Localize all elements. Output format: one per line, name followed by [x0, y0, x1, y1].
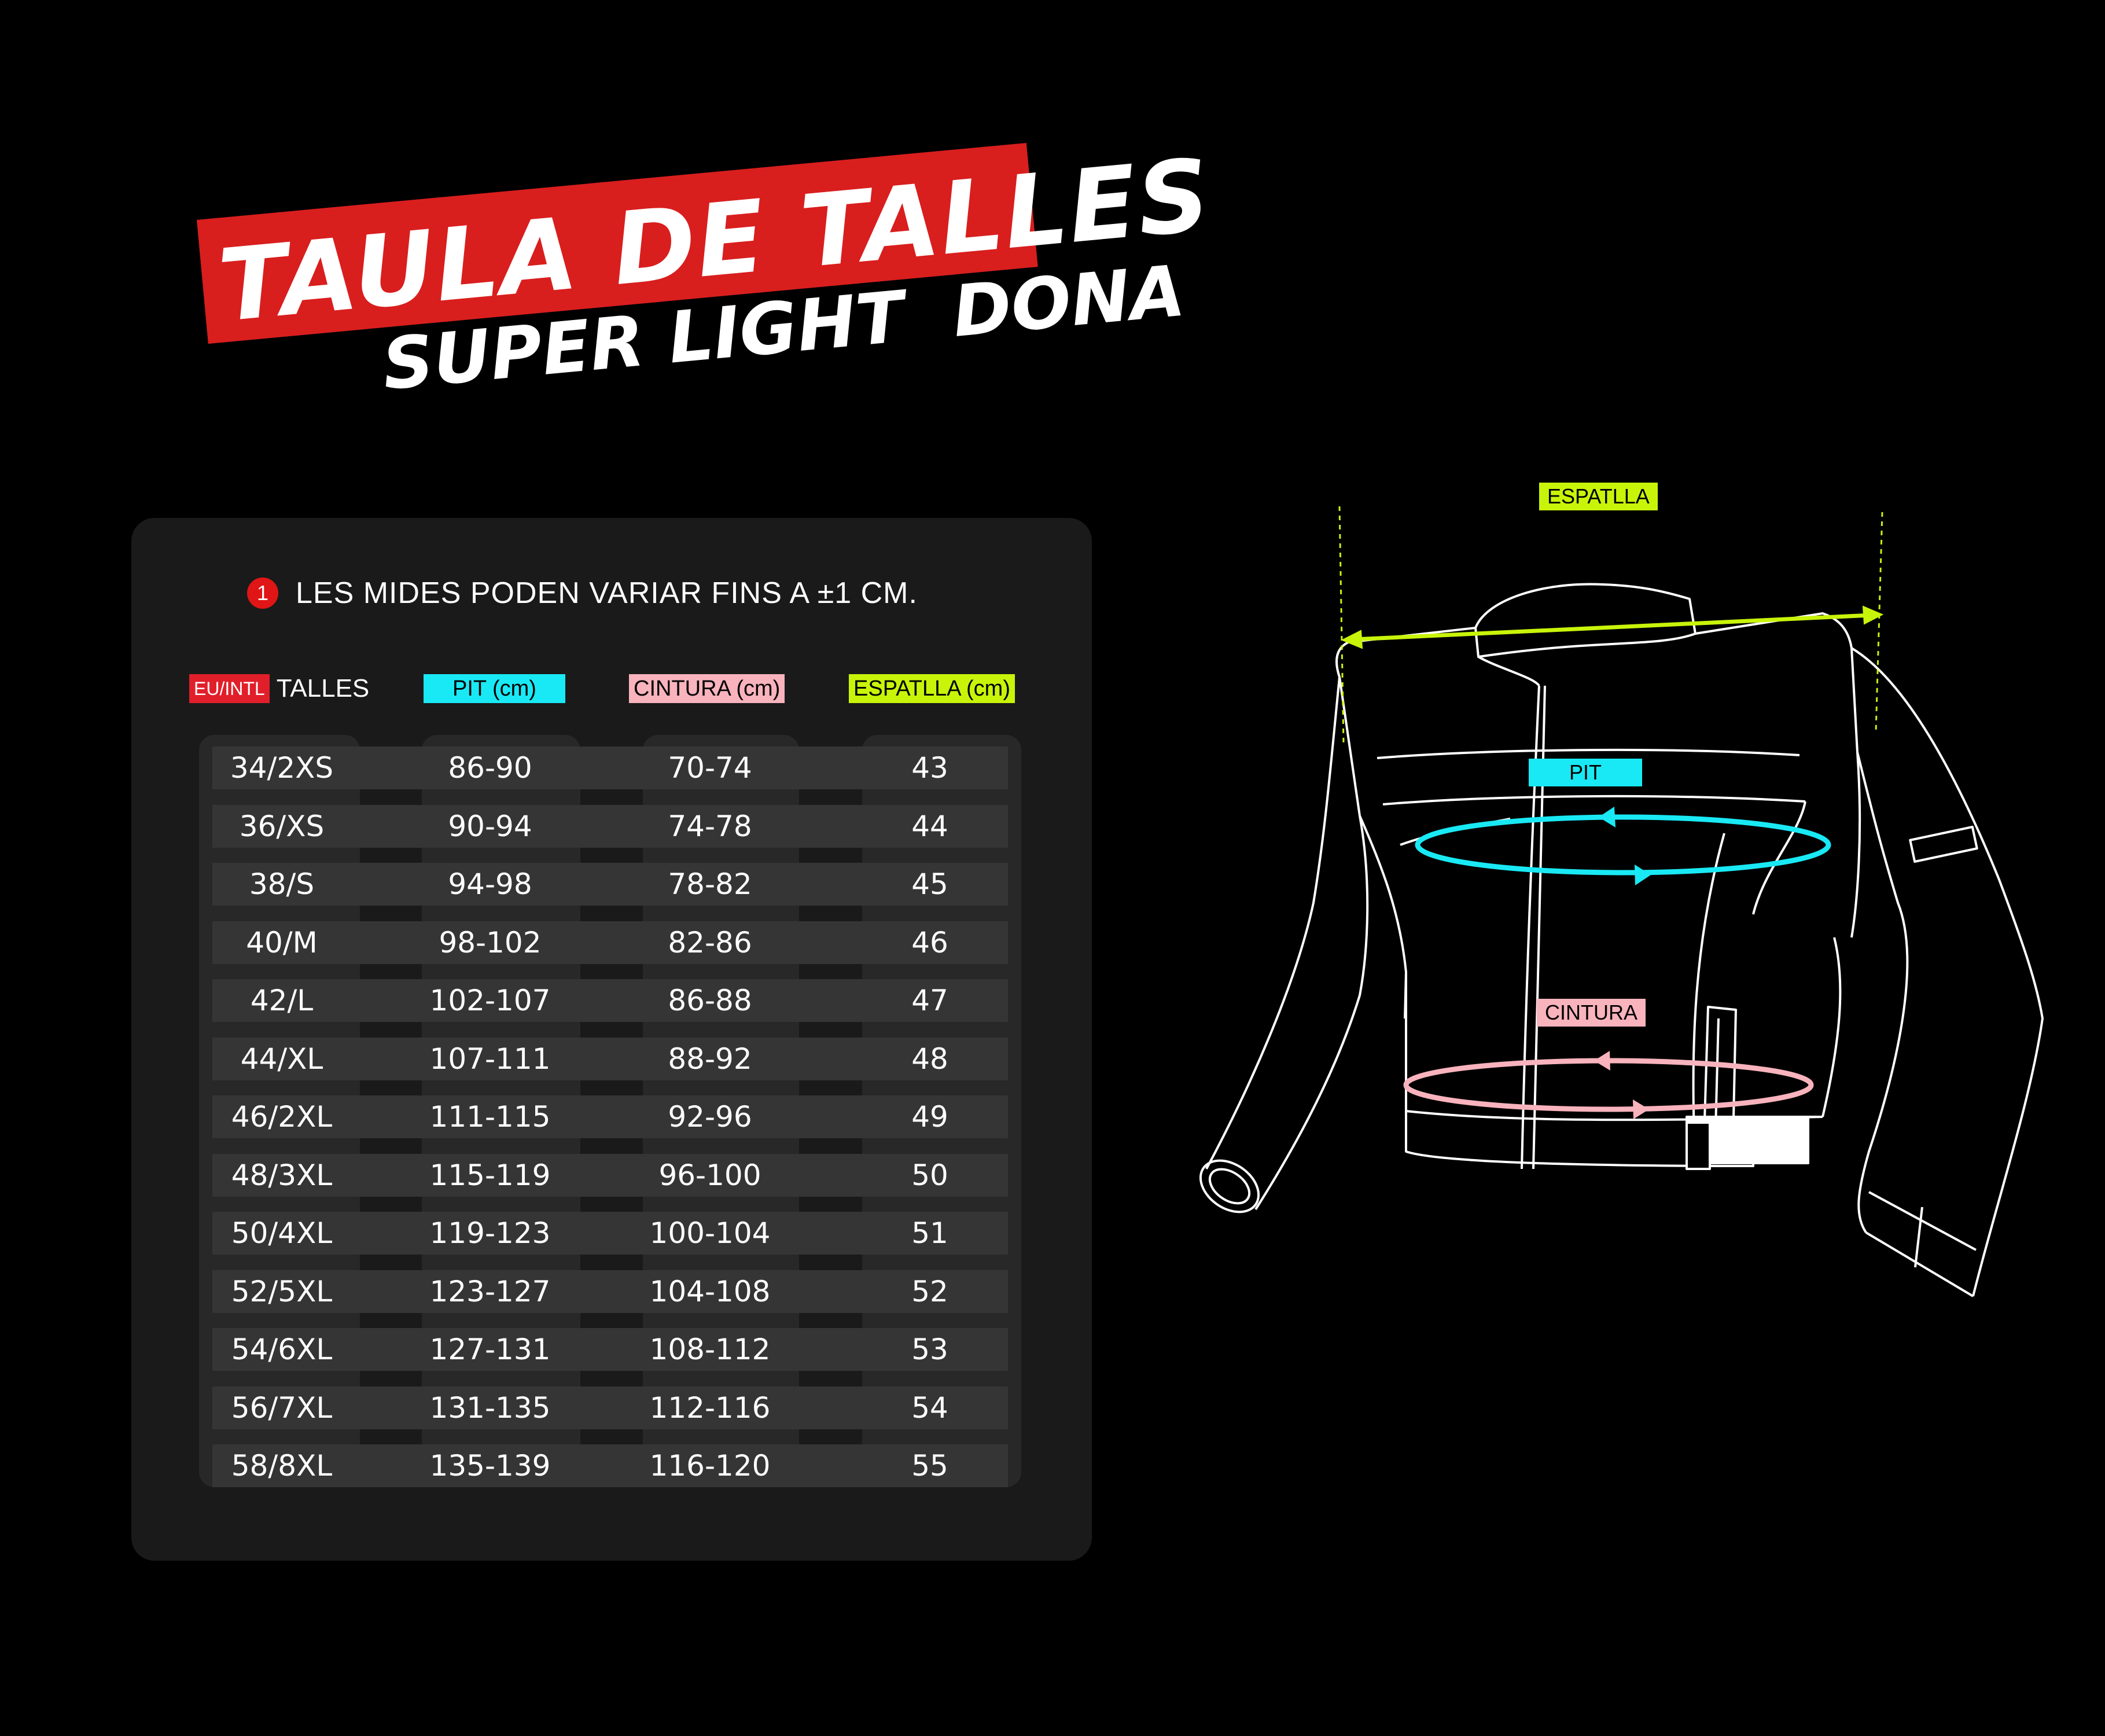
size-cell: 40/M — [246, 925, 318, 959]
espatlla-cell: 53 — [911, 1333, 948, 1366]
table-row: 36/XS 90-94 74-78 44 — [212, 804, 1008, 848]
espatlla-cell: 52 — [911, 1274, 948, 1308]
cintura-header: CINTURA (cm) — [629, 674, 785, 703]
cintura-cell: 82-86 — [668, 925, 752, 959]
cintura-cell: 108-112 — [649, 1333, 771, 1366]
jacket-diagram: ESPATLLA PIT CINTURA — [1140, 463, 2066, 1476]
header-talles: EU/INTL TALLES — [189, 674, 369, 703]
table-row: 54/6XL 127-131 108-112 53 — [212, 1328, 1008, 1371]
espatlla-cell: 54 — [911, 1391, 948, 1425]
cintura-cell: 88-92 — [668, 1042, 752, 1076]
espatlla-cell: 48 — [911, 1042, 948, 1076]
size-cell: 34/2XS — [230, 751, 334, 785]
size-cell: 58/8XL — [231, 1449, 333, 1483]
pit-cell: 107-111 — [429, 1042, 551, 1076]
cintura-cell: 78-82 — [668, 867, 752, 901]
table-row: 44/XL 107-111 88-92 48 — [212, 1037, 1008, 1080]
espatlla-label: ESPATLLA — [1539, 483, 1658, 510]
pit-cell: 90-94 — [448, 809, 532, 843]
table-row: 58/8XL 135-139 116-120 55 — [212, 1444, 1008, 1487]
header-pit: PIT (cm) — [424, 674, 565, 703]
table-row: 56/7XL 131-135 112-116 54 — [212, 1386, 1008, 1429]
talles-header: TALLES — [276, 674, 370, 703]
cintura-cell: 70-74 — [668, 751, 752, 785]
pit-cell: 86-90 — [448, 751, 532, 785]
espatlla-cell: 50 — [911, 1158, 948, 1192]
disclaimer-note: 1 LES MIDES PODEN VARIAR FINS A ±1 CM. — [247, 576, 918, 610]
espatlla-cell: 47 — [911, 984, 948, 1017]
size-cell: 56/7XL — [231, 1391, 333, 1425]
pit-cell: 131-135 — [429, 1391, 551, 1425]
pit-label: PIT — [1529, 759, 1643, 786]
jacket-outline-icon — [1199, 506, 2044, 1297]
table-row: 52/5XL 123-127 104-108 52 — [212, 1270, 1008, 1313]
header-cintura: CINTURA (cm) — [629, 674, 785, 703]
table-row: 34/2XS 86-90 70-74 43 — [212, 746, 1008, 789]
table-row: 46/2XL 111-115 92-96 49 — [212, 1095, 1008, 1138]
pit-cell: 111-115 — [429, 1100, 551, 1134]
pit-cell: 115-119 — [429, 1158, 551, 1192]
pit-cell: 94-98 — [448, 867, 532, 901]
header-espatlla: ESPATLLA (cm) — [849, 674, 1015, 703]
table-row: 48/3XL 115-119 96-100 50 — [212, 1153, 1008, 1197]
size-cell: 52/5XL — [231, 1274, 333, 1308]
pit-cell: 127-131 — [429, 1333, 551, 1366]
cintura-cell: 96-100 — [658, 1158, 761, 1192]
pit-cell: 98-102 — [439, 925, 542, 959]
pit-header: PIT (cm) — [424, 674, 565, 703]
info-number-icon: 1 — [247, 578, 278, 609]
size-cell: 38/S — [249, 867, 315, 901]
size-cell: 50/4XL — [231, 1216, 333, 1250]
espatlla-cell: 44 — [911, 809, 948, 843]
size-cell: 46/2XL — [231, 1100, 333, 1134]
espatlla-cell: 45 — [911, 867, 948, 901]
espatlla-cell: 55 — [911, 1449, 948, 1483]
pit-cell: 135-139 — [429, 1449, 551, 1483]
cintura-cell: 104-108 — [649, 1274, 771, 1308]
size-cell: 44/XL — [240, 1042, 323, 1076]
cintura-cell: 112-116 — [649, 1391, 771, 1425]
size-cell: 54/6XL — [231, 1333, 333, 1366]
cintura-cell: 92-96 — [668, 1100, 752, 1134]
espatlla-cell: 49 — [911, 1100, 948, 1134]
cintura-cell: 74-78 — [668, 809, 752, 843]
table-row: 38/S 94-98 78-82 45 — [212, 863, 1008, 906]
pit-cell: 119-123 — [429, 1216, 551, 1250]
size-cell: 36/XS — [239, 809, 325, 843]
eu-intl-badge: EU/INTL — [189, 674, 270, 703]
size-cell: 42/L — [250, 984, 314, 1017]
pit-cell: 102-107 — [429, 984, 551, 1017]
table-row: 42/L 102-107 86-88 47 — [212, 979, 1008, 1022]
cintura-label: CINTURA — [1537, 999, 1646, 1027]
size-table-card: 1 LES MIDES PODEN VARIAR FINS A ±1 CM. E… — [131, 518, 1092, 1561]
espatlla-header: ESPATLLA (cm) — [849, 674, 1015, 703]
table-row: 40/M 98-102 82-86 46 — [212, 921, 1008, 964]
size-cell: 48/3XL — [231, 1158, 333, 1192]
table-row: 50/4XL 119-123 100-104 51 — [212, 1212, 1008, 1255]
espatlla-cell: 46 — [911, 925, 948, 959]
cintura-cell: 116-120 — [649, 1449, 771, 1483]
cintura-cell: 100-104 — [649, 1216, 771, 1250]
espatlla-cell: 43 — [911, 751, 948, 785]
disclaimer-text: LES MIDES PODEN VARIAR FINS A ±1 CM. — [296, 576, 918, 610]
cintura-cell: 86-88 — [668, 984, 752, 1017]
espatlla-cell: 51 — [911, 1216, 948, 1250]
pit-cell: 123-127 — [429, 1274, 551, 1308]
